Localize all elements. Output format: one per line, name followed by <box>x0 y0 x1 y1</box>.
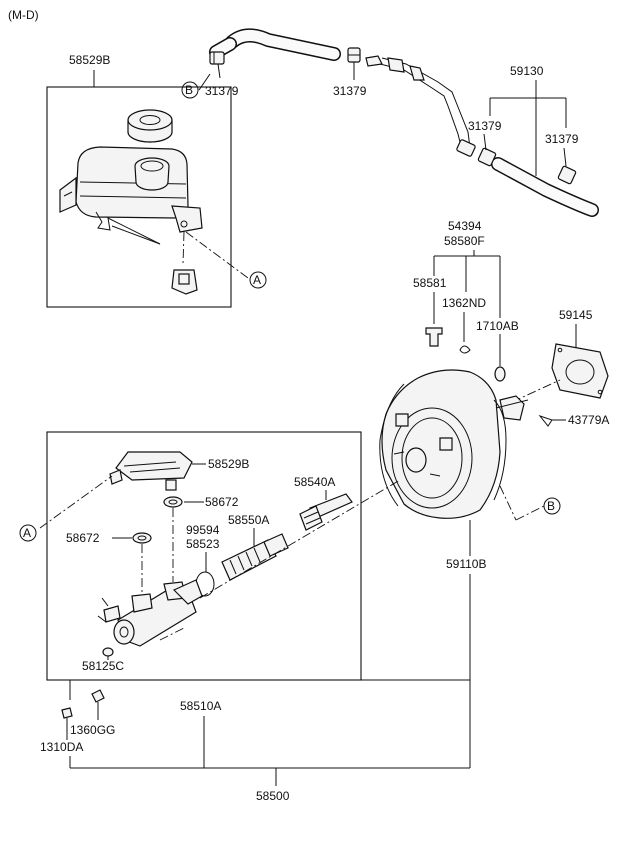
reservoir-seal-58529B <box>109 451 193 485</box>
label-54394: 54394 <box>448 219 482 233</box>
grommet-58672-b <box>132 532 152 544</box>
label-58510A: 58510A <box>180 699 221 713</box>
primary-piston-58550A <box>221 533 289 581</box>
label-59110B: 59110B <box>446 557 486 571</box>
snap-pin-1362ND <box>459 345 471 354</box>
label-99594: 99594 <box>186 523 220 537</box>
master-cylinder-body <box>97 579 203 647</box>
label-31379-c: 31379 <box>468 119 502 133</box>
fluid-reservoir <box>59 146 203 245</box>
label-58529B-mid: 58529B <box>208 457 249 471</box>
label-58581: 58581 <box>413 276 447 290</box>
label-58125C: 58125C <box>82 659 124 673</box>
washer-1710AB <box>494 366 506 382</box>
secondary-piston-58540A <box>299 493 353 531</box>
callout-b-top <box>181 81 199 99</box>
label-58540A: 58540A <box>294 475 335 489</box>
reservoir-connector <box>171 269 198 295</box>
label-31379-b: 31379 <box>333 84 367 98</box>
label-58672-a: 58672 <box>205 495 239 509</box>
label-58500: 58500 <box>256 789 290 803</box>
master-cylinder-box <box>46 431 362 681</box>
label-1310DA: 1310DA <box>40 740 83 754</box>
clevis-43779A <box>538 414 553 427</box>
label-58580F: 58580F <box>444 234 485 248</box>
label-1362ND: 1362ND <box>442 296 486 310</box>
hose-clamp-31379-a <box>209 51 225 65</box>
label-58529B-top: 58529B <box>69 53 110 67</box>
reservoir-cap <box>127 109 173 143</box>
check-valve-pipe <box>365 55 476 157</box>
vacuum-hose-right <box>491 157 599 217</box>
callout-b-top-letter: B <box>185 83 193 97</box>
callout-b-right <box>543 497 561 515</box>
label-1360GG: 1360GG <box>70 723 115 737</box>
hose-clamp-31379-d <box>557 165 577 185</box>
callout-a-left-letter: A <box>23 526 31 540</box>
label-31379-a: 31379 <box>205 84 239 98</box>
hose-clamp-31379-b <box>347 47 361 63</box>
brake-booster <box>379 369 529 519</box>
reservoir-box <box>46 86 232 308</box>
label-31379-d: 31379 <box>545 132 579 146</box>
label-59145: 59145 <box>559 308 593 322</box>
clevis-pin-58581 <box>425 327 443 347</box>
callout-a-left <box>19 524 37 542</box>
label-58550A: 58550A <box>228 513 269 527</box>
variant-label: (M-D) <box>8 8 39 22</box>
label-43779A: 43779A <box>568 413 609 427</box>
grommet-58672-a <box>163 479 183 508</box>
plug-58125C <box>102 647 114 657</box>
hose-clamp-31379-c <box>477 147 497 167</box>
label-59130: 59130 <box>510 64 544 78</box>
callout-a-top-letter: A <box>253 273 261 287</box>
label-58523: 58523 <box>186 537 220 551</box>
washer-1310DA <box>61 707 73 719</box>
callout-a-top <box>249 271 267 289</box>
label-1710AB: 1710AB <box>476 319 519 333</box>
nut-1360GG <box>91 689 105 703</box>
vacuum-hose-upper <box>209 28 341 61</box>
callout-b-right-letter: B <box>547 499 555 513</box>
gasket-59145 <box>551 343 609 399</box>
label-58672-b: 58672 <box>66 531 100 545</box>
